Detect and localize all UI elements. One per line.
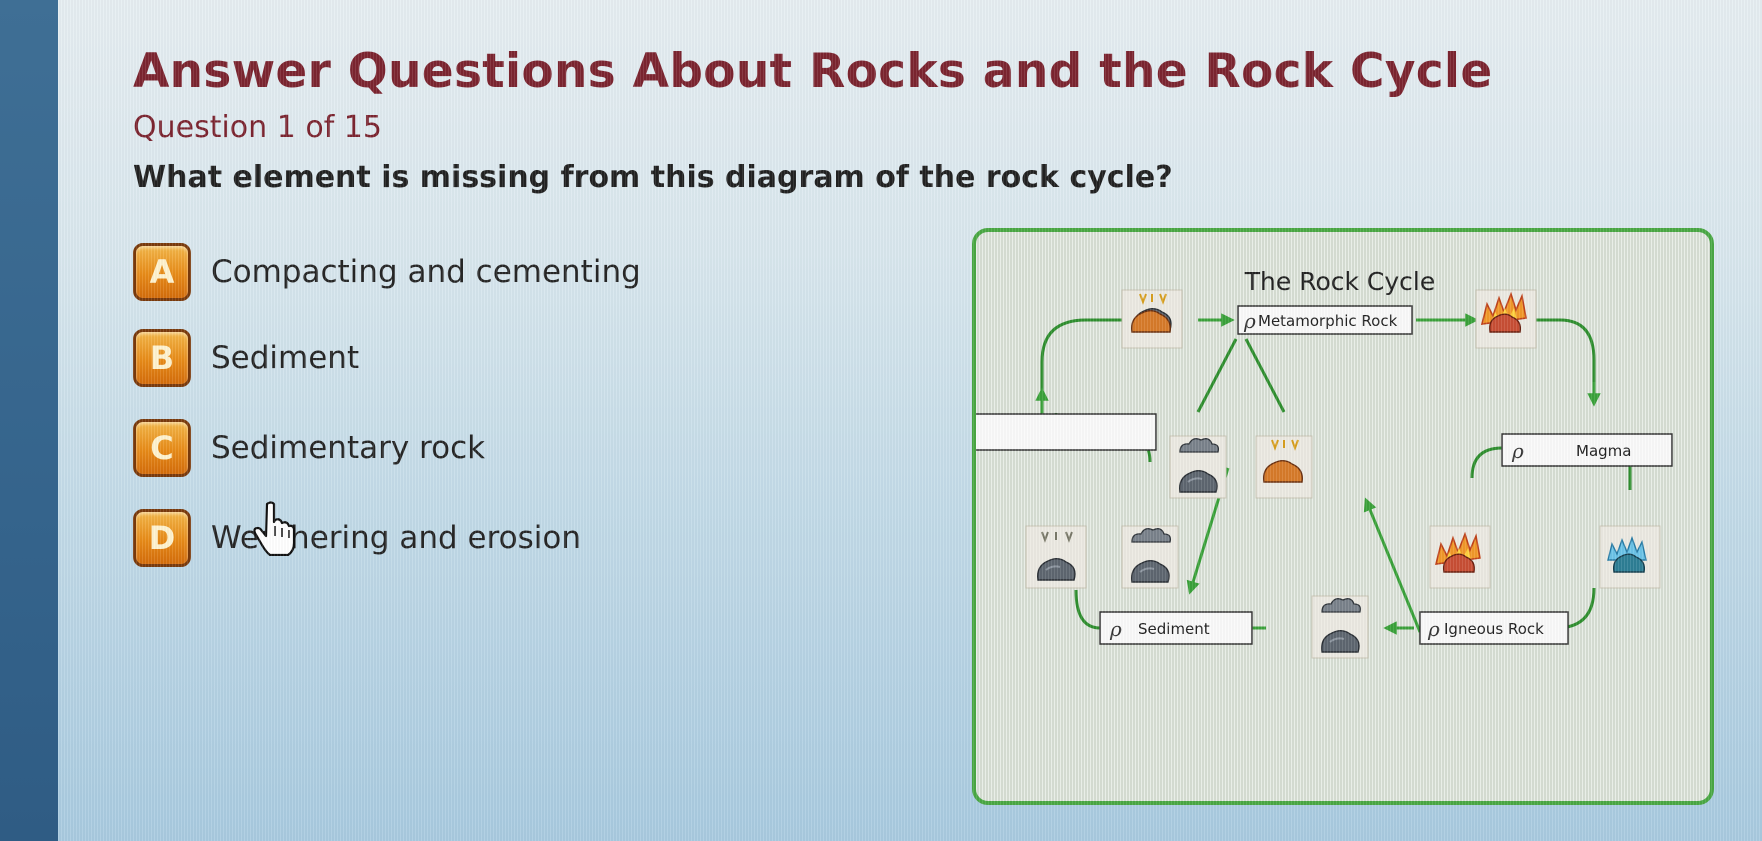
option-letter-badge: C — [133, 419, 191, 477]
question-counter: Question 1 of 15 — [133, 110, 382, 145]
magnifier-icon: ρ — [1109, 617, 1122, 641]
option-label: Sedimentary rock — [211, 430, 486, 466]
pressure-heat-rock-icon — [1255, 435, 1313, 499]
page-title: Answer Questions About Rocks and the Roc… — [133, 44, 1493, 99]
weather-rock-icon — [1311, 595, 1369, 659]
option-label: Compacting and cementing — [211, 254, 641, 290]
diagram-title: The Rock Cycle — [1244, 267, 1435, 296]
svg-text:Sediment: Sediment — [1138, 620, 1210, 638]
question-text: What element is missing from this diagra… — [133, 160, 1173, 195]
water-rock-icon — [1599, 525, 1661, 589]
answer-option-d[interactable]: D Weathering and erosion — [133, 509, 581, 567]
magnifier-icon: ρ — [1511, 439, 1524, 463]
label-magma[interactable]: ρ Magma — [1501, 433, 1673, 467]
option-label: Sediment — [211, 340, 360, 376]
answer-option-b[interactable]: B Sediment — [133, 329, 360, 387]
magnifier-icon: ρ — [1427, 617, 1440, 641]
weather-rock-icon — [1121, 525, 1179, 589]
label-igneous-rock[interactable]: ρ Igneous Rock — [1419, 611, 1569, 645]
answer-option-a[interactable]: A Compacting and cementing — [133, 243, 641, 301]
option-letter-badge: B — [133, 329, 191, 387]
label-missing-blank[interactable] — [976, 413, 1157, 451]
pressure-heat-rock-icon — [1121, 289, 1183, 349]
option-letter-badge: D — [133, 509, 191, 567]
magnifier-icon: ρ — [1243, 309, 1256, 333]
fire-rock-icon — [1475, 289, 1537, 349]
svg-text:Magma: Magma — [1576, 442, 1631, 460]
svg-text:Igneous Rock: Igneous Rock — [1444, 620, 1544, 638]
option-letter-badge: A — [133, 243, 191, 301]
answer-option-c[interactable]: C Sedimentary rock — [133, 419, 486, 477]
pressure-rock-icon — [1025, 525, 1087, 589]
weather-rock-icon — [1169, 435, 1227, 499]
screen-edge — [0, 0, 58, 841]
label-sediment[interactable]: ρ Sediment — [1099, 611, 1253, 645]
svg-text:Metamorphic Rock: Metamorphic Rock — [1258, 312, 1398, 330]
rock-cycle-diagram: The Rock Cycle — [972, 228, 1714, 805]
hand-cursor-icon — [253, 501, 296, 556]
fire-rock-icon — [1429, 525, 1491, 589]
label-metamorphic-rock[interactable]: ρ Metamorphic Rock — [1237, 305, 1413, 335]
